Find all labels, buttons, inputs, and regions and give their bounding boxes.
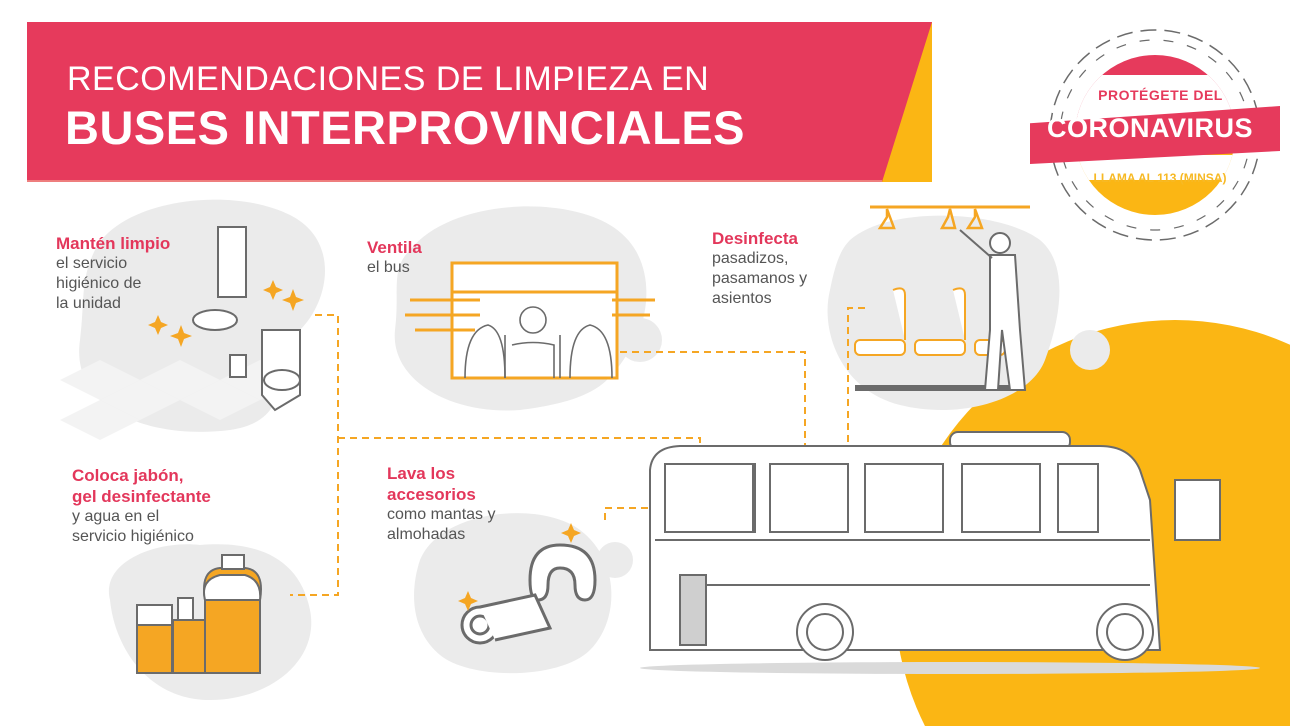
item-ventilate: Ventila el bus xyxy=(367,237,422,278)
item-heading: Ventila xyxy=(367,238,422,257)
item-body-line: y agua en el xyxy=(72,508,160,525)
item-heading: Desinfecta xyxy=(712,229,798,248)
item-heading: Coloca jabón, xyxy=(72,466,184,485)
window-wind-icon xyxy=(405,261,655,380)
item-clean-restroom: Mantén limpio el servicio higiénico de l… xyxy=(56,233,170,314)
item-body-line: el bus xyxy=(367,259,410,276)
item-body-line: almohadas xyxy=(387,526,466,543)
item-body-line: como mantas y xyxy=(387,506,496,523)
header-banner: RECOMENDACIONES DE LIMPIEZA EN BUSES INT… xyxy=(27,22,932,182)
badge-circle xyxy=(1030,29,1280,241)
item-body-line: higiénico de xyxy=(56,275,142,292)
item-body-line: pasadizos, xyxy=(712,250,789,267)
item-body-line: la unidad xyxy=(56,295,121,312)
toilet-sink-icon xyxy=(192,226,301,412)
item-heading: accesorios xyxy=(387,485,476,504)
title-line-1: RECOMENDACIONES DE LIMPIEZA EN xyxy=(67,60,710,98)
coronavirus-badge: PROTÉGETE DEL CORONAVIRUS LLAMA AL 113 (… xyxy=(1030,25,1280,245)
item-heading: Mantén limpio xyxy=(56,234,171,253)
sparkle-icon xyxy=(148,280,304,347)
item-body-line: asientos xyxy=(712,290,772,307)
badge-main-text: CORONAVIRUS xyxy=(1046,113,1253,143)
item-disinfect: Desinfecta pasadizos, pasamanos y asient… xyxy=(712,228,807,309)
badge-top-text: PROTÉGETE DEL xyxy=(1098,87,1223,103)
item-body-line: servicio higiénico xyxy=(72,528,194,545)
blanket-pillow-icon xyxy=(460,543,597,645)
item-soap-gel: Coloca jabón, gel desinfectante y agua e… xyxy=(72,465,211,547)
item-heading: Lava los xyxy=(387,464,456,483)
item-body-line: el servicio xyxy=(56,255,128,272)
soap-gel-water-icon xyxy=(136,554,262,674)
badge-phone-text: LLAMA AL 113 (MINSA) xyxy=(1093,171,1227,185)
bus-seats-handrail-icon xyxy=(854,205,1030,391)
item-body-line: pasamanos y xyxy=(712,270,808,287)
item-heading: gel desinfectante xyxy=(72,487,211,506)
item-wash-accessories: Lava los accesorios como mantas y almoha… xyxy=(387,463,495,545)
bus-illustration xyxy=(640,431,1260,674)
title-line-2: BUSES INTERPROVINCIALES xyxy=(65,101,746,154)
banner-shape xyxy=(27,22,932,182)
